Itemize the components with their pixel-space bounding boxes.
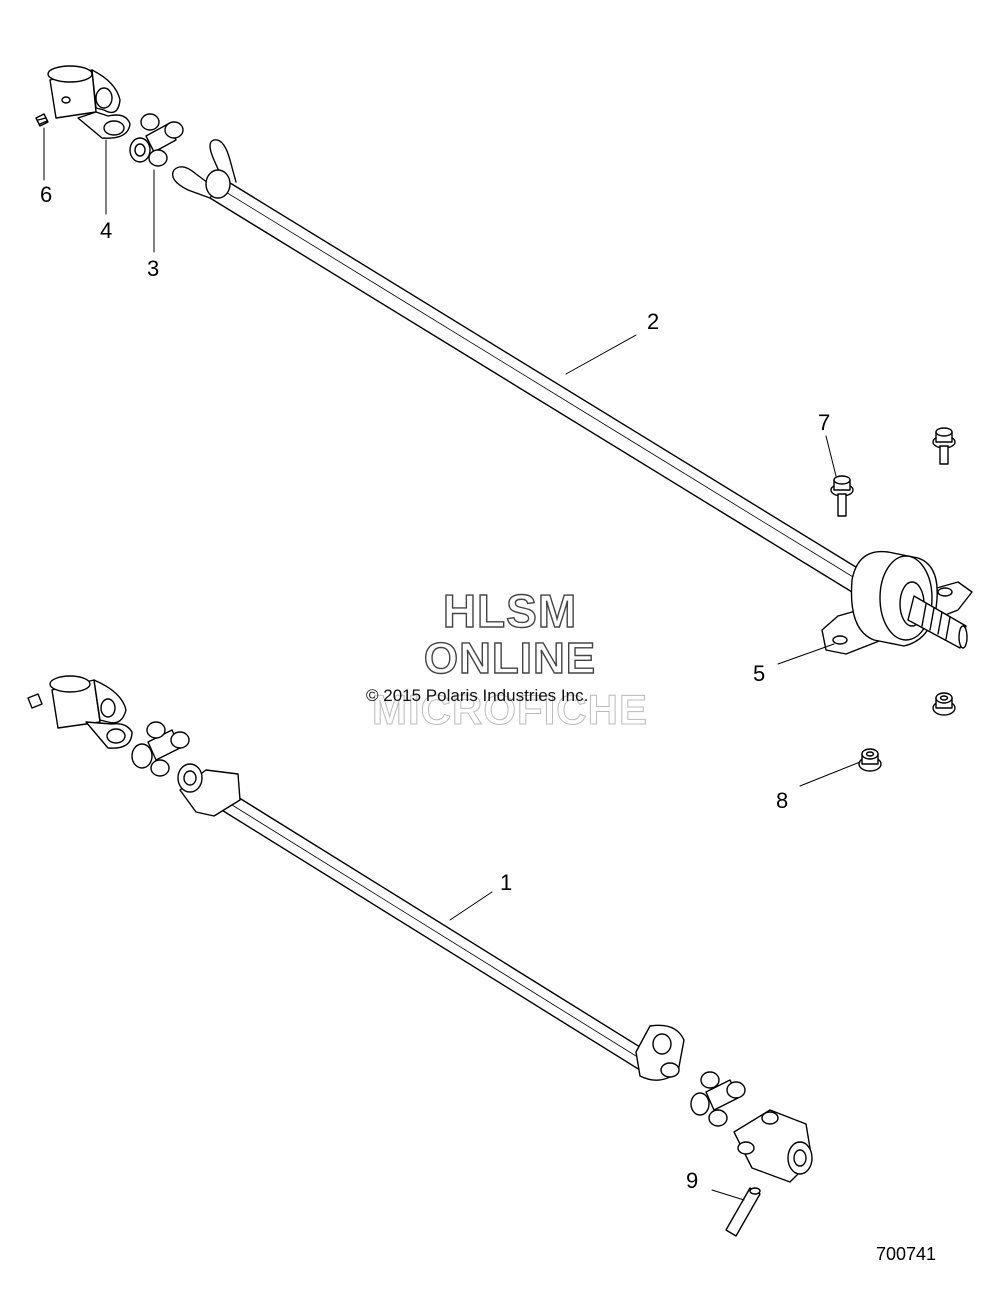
copyright-text: © 2015 Polaris Industries Inc. <box>366 686 589 705</box>
bolt-flange-1 <box>830 475 854 517</box>
nut-flange-1 <box>932 692 956 716</box>
callout-7: 7 <box>818 410 831 435</box>
callout-4: 4 <box>100 218 113 243</box>
yoke-upper <box>47 65 131 139</box>
roll-pin <box>725 1187 761 1237</box>
callout-1: 1 <box>500 870 513 895</box>
callout-3: 3 <box>147 256 160 281</box>
figure-number: 700741 <box>876 1244 937 1264</box>
prop-shaft-rear <box>171 139 865 593</box>
callout-5: 5 <box>753 661 766 686</box>
watermark-line-2: ONLINE <box>423 633 597 683</box>
yoke-lower-right <box>733 1109 813 1183</box>
leader-lines <box>43 127 861 1201</box>
callout-2: 2 <box>647 309 660 334</box>
watermark-line-3: MICROFICHE <box>372 686 648 734</box>
carrier-bearing <box>821 550 973 655</box>
grease-fitting <box>35 113 49 127</box>
callout-9: 9 <box>686 1168 699 1193</box>
nut-flange-2 <box>858 748 882 772</box>
yoke-lower-left <box>27 675 133 749</box>
watermark-line-1: HLSM <box>442 584 578 637</box>
callout-6: 6 <box>40 182 53 207</box>
prop-shaft-front <box>177 763 685 1081</box>
u-joint-upper <box>129 113 184 167</box>
u-joint-lower-left <box>131 721 190 777</box>
bolt-flange-2 <box>932 427 956 465</box>
u-joint-lower-right <box>690 1071 746 1127</box>
callout-8: 8 <box>776 788 789 813</box>
